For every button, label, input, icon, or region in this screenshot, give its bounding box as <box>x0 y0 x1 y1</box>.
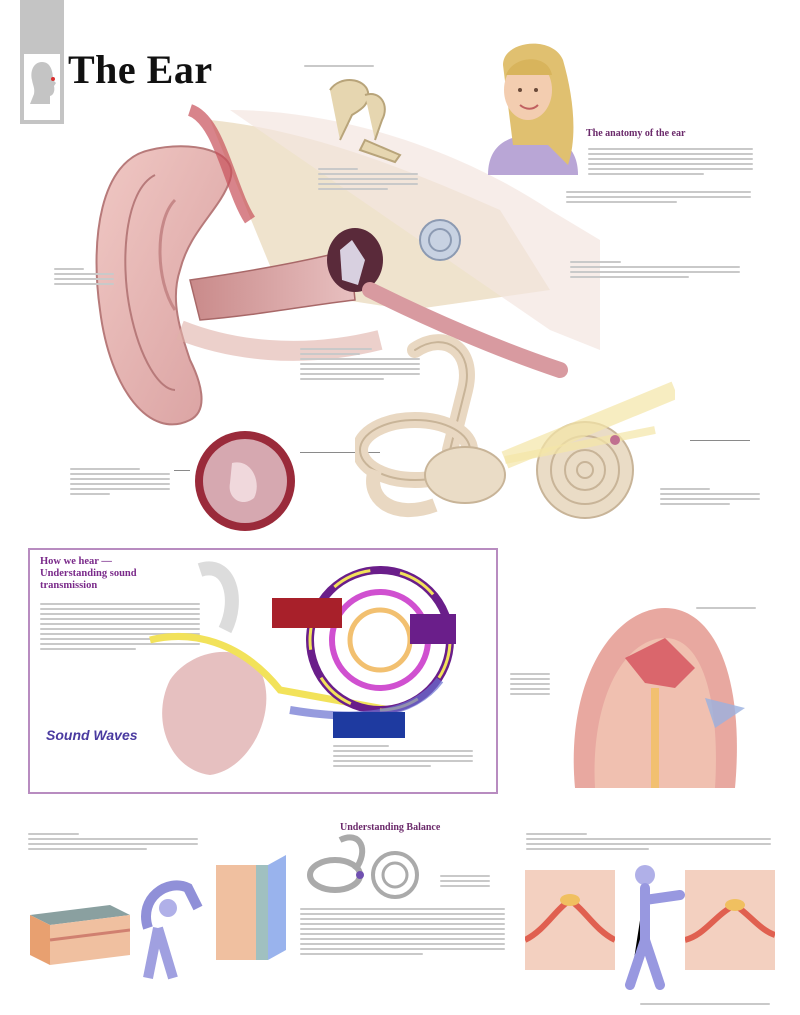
anatomy-section-title: The anatomy of the ear <box>586 128 686 139</box>
bending-figure-illustration <box>128 868 208 988</box>
ossicles-illustration <box>310 70 410 165</box>
pushing-figure-illustration <box>615 860 690 990</box>
anatomy-text <box>588 145 753 178</box>
girl-portrait <box>478 35 588 175</box>
inner-ear-labyrinth-illustration <box>352 330 679 550</box>
red-label-box <box>272 598 342 628</box>
middle-ear-caption <box>318 165 418 193</box>
hair-cells-caption <box>28 830 198 853</box>
balance-labyrinth-illustration <box>300 830 440 910</box>
outer-ear-illustration <box>80 90 600 450</box>
hearing-section-title: How we hear — Understanding sound transm… <box>40 556 137 591</box>
balance-text <box>300 905 505 958</box>
head-profile-icon <box>20 0 64 124</box>
hearing-text <box>40 600 200 653</box>
balance-legend <box>440 872 490 890</box>
organ-of-corti-illustration <box>555 598 755 798</box>
inner-ear-structure-caption <box>300 345 420 383</box>
ossicles-caption <box>304 62 374 70</box>
sound-waves-label: Sound Waves <box>46 727 138 743</box>
motion-cell-right-illustration <box>684 870 777 970</box>
organ-of-corti-labels <box>510 670 550 698</box>
anatomy-text-2 <box>566 188 751 206</box>
tympanic-caption <box>70 465 170 498</box>
membrane-block-illustration <box>216 855 286 965</box>
purple-label-box <box>410 614 456 644</box>
outer-ear-caption <box>54 265 114 288</box>
footer-credit <box>640 1000 770 1008</box>
motion-caption <box>526 830 771 853</box>
organ-of-corti-caption <box>696 604 756 612</box>
sound-waves-caption <box>333 742 473 770</box>
hearing-section-box <box>28 548 498 794</box>
inner-ear-caption <box>570 258 740 281</box>
motion-cell-left-illustration <box>523 870 617 970</box>
hair-cell-block-illustration <box>30 895 131 965</box>
blue-label-box <box>333 712 405 738</box>
page-title: The Ear <box>68 47 213 92</box>
tympanic-membrane-illustration <box>192 428 298 534</box>
balance-section-title: Understanding Balance <box>340 822 441 833</box>
cochlea-caption <box>660 485 760 508</box>
